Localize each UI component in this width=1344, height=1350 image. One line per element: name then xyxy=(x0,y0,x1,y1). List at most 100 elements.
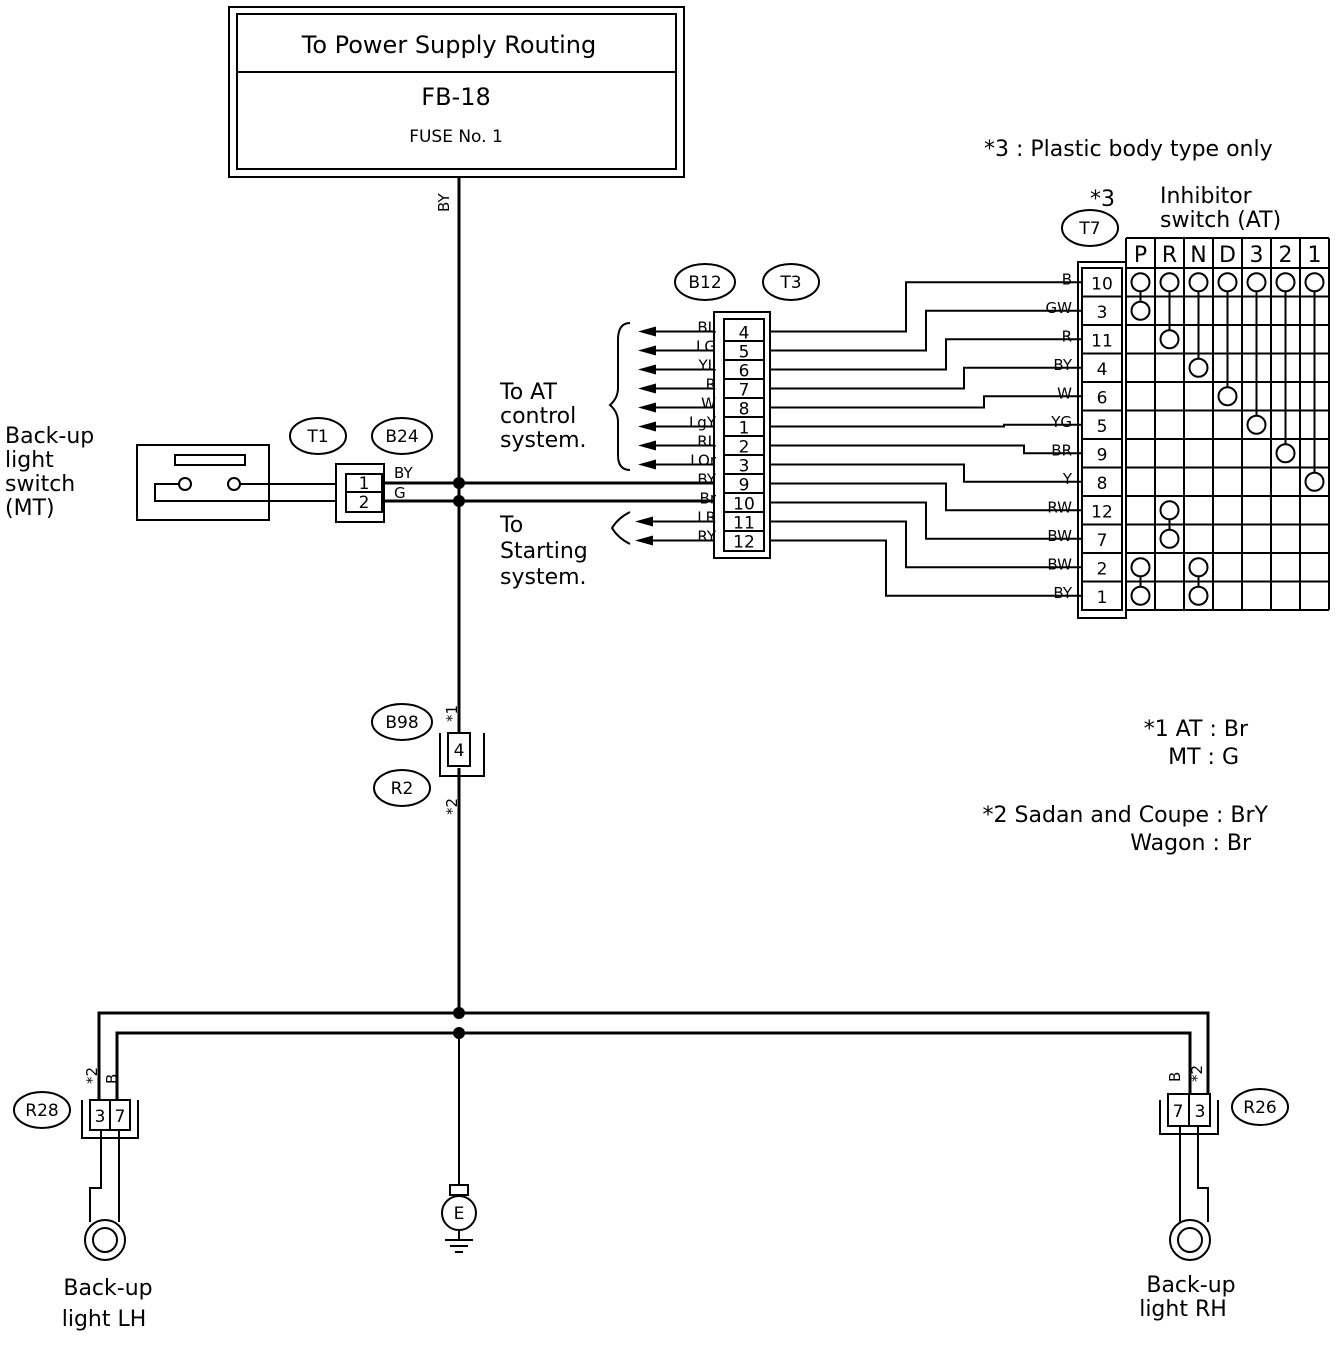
ground-label: E xyxy=(454,1204,465,1224)
t3-wire-color: LG xyxy=(696,338,716,356)
note-2-wagon: Wagon : Br xyxy=(1130,831,1252,856)
harness-wire xyxy=(770,309,1082,352)
at-label-3: system. xyxy=(500,428,587,453)
switch-contact xyxy=(1304,471,1325,492)
lamp-rh-label-1: Back-up xyxy=(1146,1273,1235,1298)
t7-pin: 6 xyxy=(1097,388,1108,408)
harness-wire xyxy=(770,463,1082,483)
t3-pin: 11 xyxy=(733,514,755,534)
t7-pin: 4 xyxy=(1097,360,1108,380)
r28-pin-7: 7 xyxy=(115,1107,126,1127)
conn-b24-label: B24 xyxy=(385,427,418,447)
power-supply-block: To Power Supply Routing FB-18 FUSE No. 1 xyxy=(228,6,685,178)
fuse-box-label: FB-18 xyxy=(421,83,490,111)
t7-pin: 10 xyxy=(1091,274,1113,294)
conn-b98-label: B98 xyxy=(385,713,418,733)
t3-pin: 8 xyxy=(739,400,750,420)
switch-contact xyxy=(1159,500,1180,521)
lamp-lh-label-2: light LH xyxy=(62,1307,147,1332)
lamp-rh-label-2: light RH xyxy=(1139,1297,1227,1322)
inhibitor-title-1: Inhibitor xyxy=(1160,184,1253,209)
t3-pin: 7 xyxy=(739,381,750,401)
t3-wire-color: LgY xyxy=(689,414,717,432)
t3-pin: 9 xyxy=(739,476,750,496)
conn-t3-label: T3 xyxy=(779,273,801,293)
t7-wire-color: B xyxy=(1062,270,1072,288)
inhibitor-title-2: switch (AT) xyxy=(1160,208,1281,233)
connector-t1-b24: T1 B24 1 2 BY G xyxy=(289,417,433,523)
t7-pin: 3 xyxy=(1097,303,1108,323)
at-label-2: control xyxy=(500,404,576,429)
t3-pin: 4 xyxy=(739,324,750,344)
harness-wire xyxy=(770,444,1082,455)
r2-star2: *2 xyxy=(443,798,461,815)
t3-pin: 3 xyxy=(739,457,750,477)
b98-star1: *1 xyxy=(443,705,461,722)
t7-wire-color: BR xyxy=(1051,441,1072,459)
b98-pin: 4 xyxy=(454,741,465,761)
t3-wire-color: LR xyxy=(697,509,716,527)
inhibitor-switch: *3 : Plastic body type only *3 T7 Inhibi… xyxy=(984,137,1330,619)
switch-contact xyxy=(1130,557,1151,578)
t7-wire-color: W xyxy=(1057,384,1072,402)
switch-contact xyxy=(1217,386,1238,407)
t3-pin: 1 xyxy=(739,419,750,439)
arrow xyxy=(635,516,653,527)
t1-wire-by: BY xyxy=(394,464,413,482)
harness-wire xyxy=(770,281,1082,333)
backup-switch-label-4: (MT) xyxy=(5,496,55,521)
t7-wire-color: BW xyxy=(1047,555,1072,573)
t3-pin: 6 xyxy=(739,362,750,382)
start-label-2: Starting xyxy=(500,539,588,564)
switch-contact xyxy=(1188,357,1209,378)
conn-r28-label: R28 xyxy=(25,1101,58,1121)
t7-wire-color: YG xyxy=(1050,413,1072,431)
lamp-lh-label-1: Back-up xyxy=(63,1276,152,1301)
t1-pin-2: 2 xyxy=(359,493,370,513)
backup-light-rh: R26 7 3 B *2 Back-up light RH xyxy=(1139,1065,1289,1322)
switch-contact xyxy=(1188,272,1209,293)
t3-wire-color: Br xyxy=(700,490,717,508)
t3-t7-wires xyxy=(770,281,1082,597)
conn-b12-label: B12 xyxy=(688,273,721,293)
t7-wire-color: BW xyxy=(1047,527,1072,545)
switch-contact xyxy=(1188,585,1209,606)
r26-star2: *2 xyxy=(1188,1065,1206,1082)
harness-wire xyxy=(770,366,1082,390)
switch-contact xyxy=(1159,272,1180,293)
r28-pin-3: 3 xyxy=(95,1107,106,1127)
switch-contact xyxy=(1159,528,1180,549)
arrow xyxy=(638,326,656,337)
inhibitor-position: P xyxy=(1134,243,1147,268)
conn-r2-label: R2 xyxy=(391,779,414,799)
t7-pin: 11 xyxy=(1091,331,1113,351)
t7-pin: 5 xyxy=(1097,417,1108,437)
harness-wire xyxy=(770,395,1082,409)
t3-wire-color: BY xyxy=(697,471,716,489)
backup-light-switch: Back-up light switch (MT) xyxy=(5,424,338,521)
conn-t1-label: T1 xyxy=(306,427,328,447)
switch-contact xyxy=(1275,443,1296,464)
r28-wire-b: B xyxy=(103,1074,121,1084)
t3-pin: 10 xyxy=(733,495,755,515)
switch-contact xyxy=(1130,300,1151,321)
switch-contact xyxy=(1130,585,1151,606)
t7-pin: 7 xyxy=(1097,531,1108,551)
t3-wire-color: RY xyxy=(697,528,716,546)
conn-t7-label: T7 xyxy=(1078,219,1100,239)
t7-wire-color: Y xyxy=(1062,470,1073,488)
at-label-1: To AT xyxy=(499,380,557,405)
ground-symbol: E xyxy=(441,1184,477,1253)
backup-switch-label-1: Back-up xyxy=(5,424,94,449)
t7-pin: 9 xyxy=(1097,445,1108,465)
at-control-connector: B12 T3 4BL5LG6YL7R8W1LgY2RL3LOr9BY10Br11… xyxy=(499,263,820,590)
arrow xyxy=(638,383,656,394)
harness-wire xyxy=(770,338,1082,371)
inhibitor-note: *3 : Plastic body type only xyxy=(984,137,1273,162)
switch-contact xyxy=(1159,329,1180,350)
connector-b98-r2: B98 R2 4 *1 *2 xyxy=(371,703,485,815)
harness-wire xyxy=(770,482,1082,512)
t7-pin: 12 xyxy=(1091,502,1113,522)
t3-wire-color: YL xyxy=(697,357,716,375)
harness-wire xyxy=(770,423,1082,428)
